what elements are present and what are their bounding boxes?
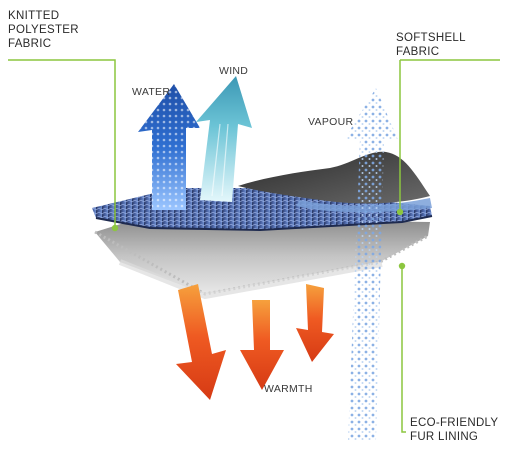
fur-lining-layer <box>94 218 430 300</box>
eco-label-line-1: ECO-FRIENDLY <box>410 417 499 429</box>
water-label: WATER <box>132 86 171 98</box>
warmth-label: WARMTH <box>264 383 313 395</box>
knitted-polyester-label: KNITTED POLYESTER FABRIC <box>8 9 79 51</box>
callout-knitted <box>8 59 116 226</box>
warmth-arrows <box>176 284 334 400</box>
water-arrow <box>138 84 200 210</box>
callout-lines <box>8 59 500 433</box>
callout-dots <box>111 208 406 270</box>
warmth-arrow-right <box>296 284 334 362</box>
softshell-label-line-1: SOFTSHELL <box>396 32 466 44</box>
wind-arrow <box>196 76 252 202</box>
wind-label: WIND <box>219 65 249 77</box>
callout-softshell <box>399 59 500 210</box>
eco-fur-lining-label: ECO-FRIENDLY FUR LINING <box>410 416 498 444</box>
callout-eco <box>401 266 406 433</box>
vapour-label: VAPOUR <box>308 116 354 128</box>
eco-label-line-2: FUR LINING <box>410 431 479 443</box>
knitted-label-line-2: POLYESTER <box>8 24 79 36</box>
softshell-label: SOFTSHELL FABRIC <box>396 31 466 59</box>
knitted-label-line-3: FABRIC <box>8 38 52 50</box>
warmth-arrow-middle <box>240 300 284 390</box>
warmth-arrow-left <box>176 284 226 400</box>
softshell-label-line-2: FABRIC <box>396 46 440 58</box>
vapour-arrow <box>344 88 398 440</box>
knitted-label-line-1: KNITTED <box>8 10 60 22</box>
